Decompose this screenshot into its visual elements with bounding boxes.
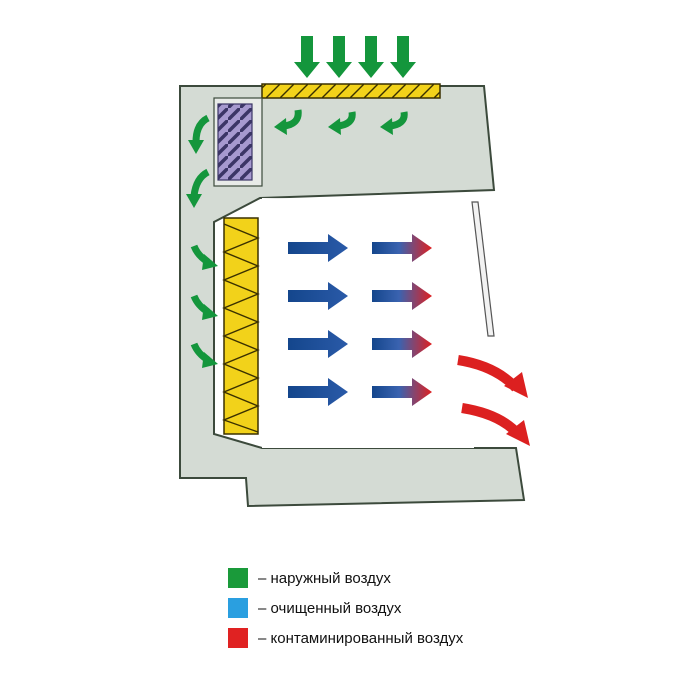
fan-icon xyxy=(213,97,263,187)
blue-square-icon xyxy=(228,598,248,618)
clean-air-arrows xyxy=(288,234,348,406)
green-square-icon xyxy=(228,568,248,588)
outside-air-recirculation-arrows xyxy=(186,109,408,368)
legend: – наружный воздух – очищенный воздух – к… xyxy=(228,568,463,658)
outside-air-intake-arrows xyxy=(294,36,416,78)
red-square-icon xyxy=(228,628,248,648)
legend-item-outside-air: – наружный воздух xyxy=(228,568,463,588)
legend-label-outside-air: – наружный воздух xyxy=(258,569,391,587)
legend-label-contaminated-air: – контаминированный воздух xyxy=(258,629,464,647)
contaminated-air-transition-arrows xyxy=(372,234,432,406)
exhaust-filter xyxy=(261,83,441,99)
legend-item-clean-air: – очищенный воздух xyxy=(228,598,463,618)
legend-label-clean-air: – очищенный воздух xyxy=(258,599,402,617)
hepa-filter xyxy=(222,217,260,435)
contaminated-air-exit-arrows xyxy=(457,355,530,446)
front-sash xyxy=(471,201,495,337)
legend-item-contaminated-air: – контаминированный воздух xyxy=(228,628,463,648)
biosafety-cabinet-airflow-diagram xyxy=(179,36,530,508)
